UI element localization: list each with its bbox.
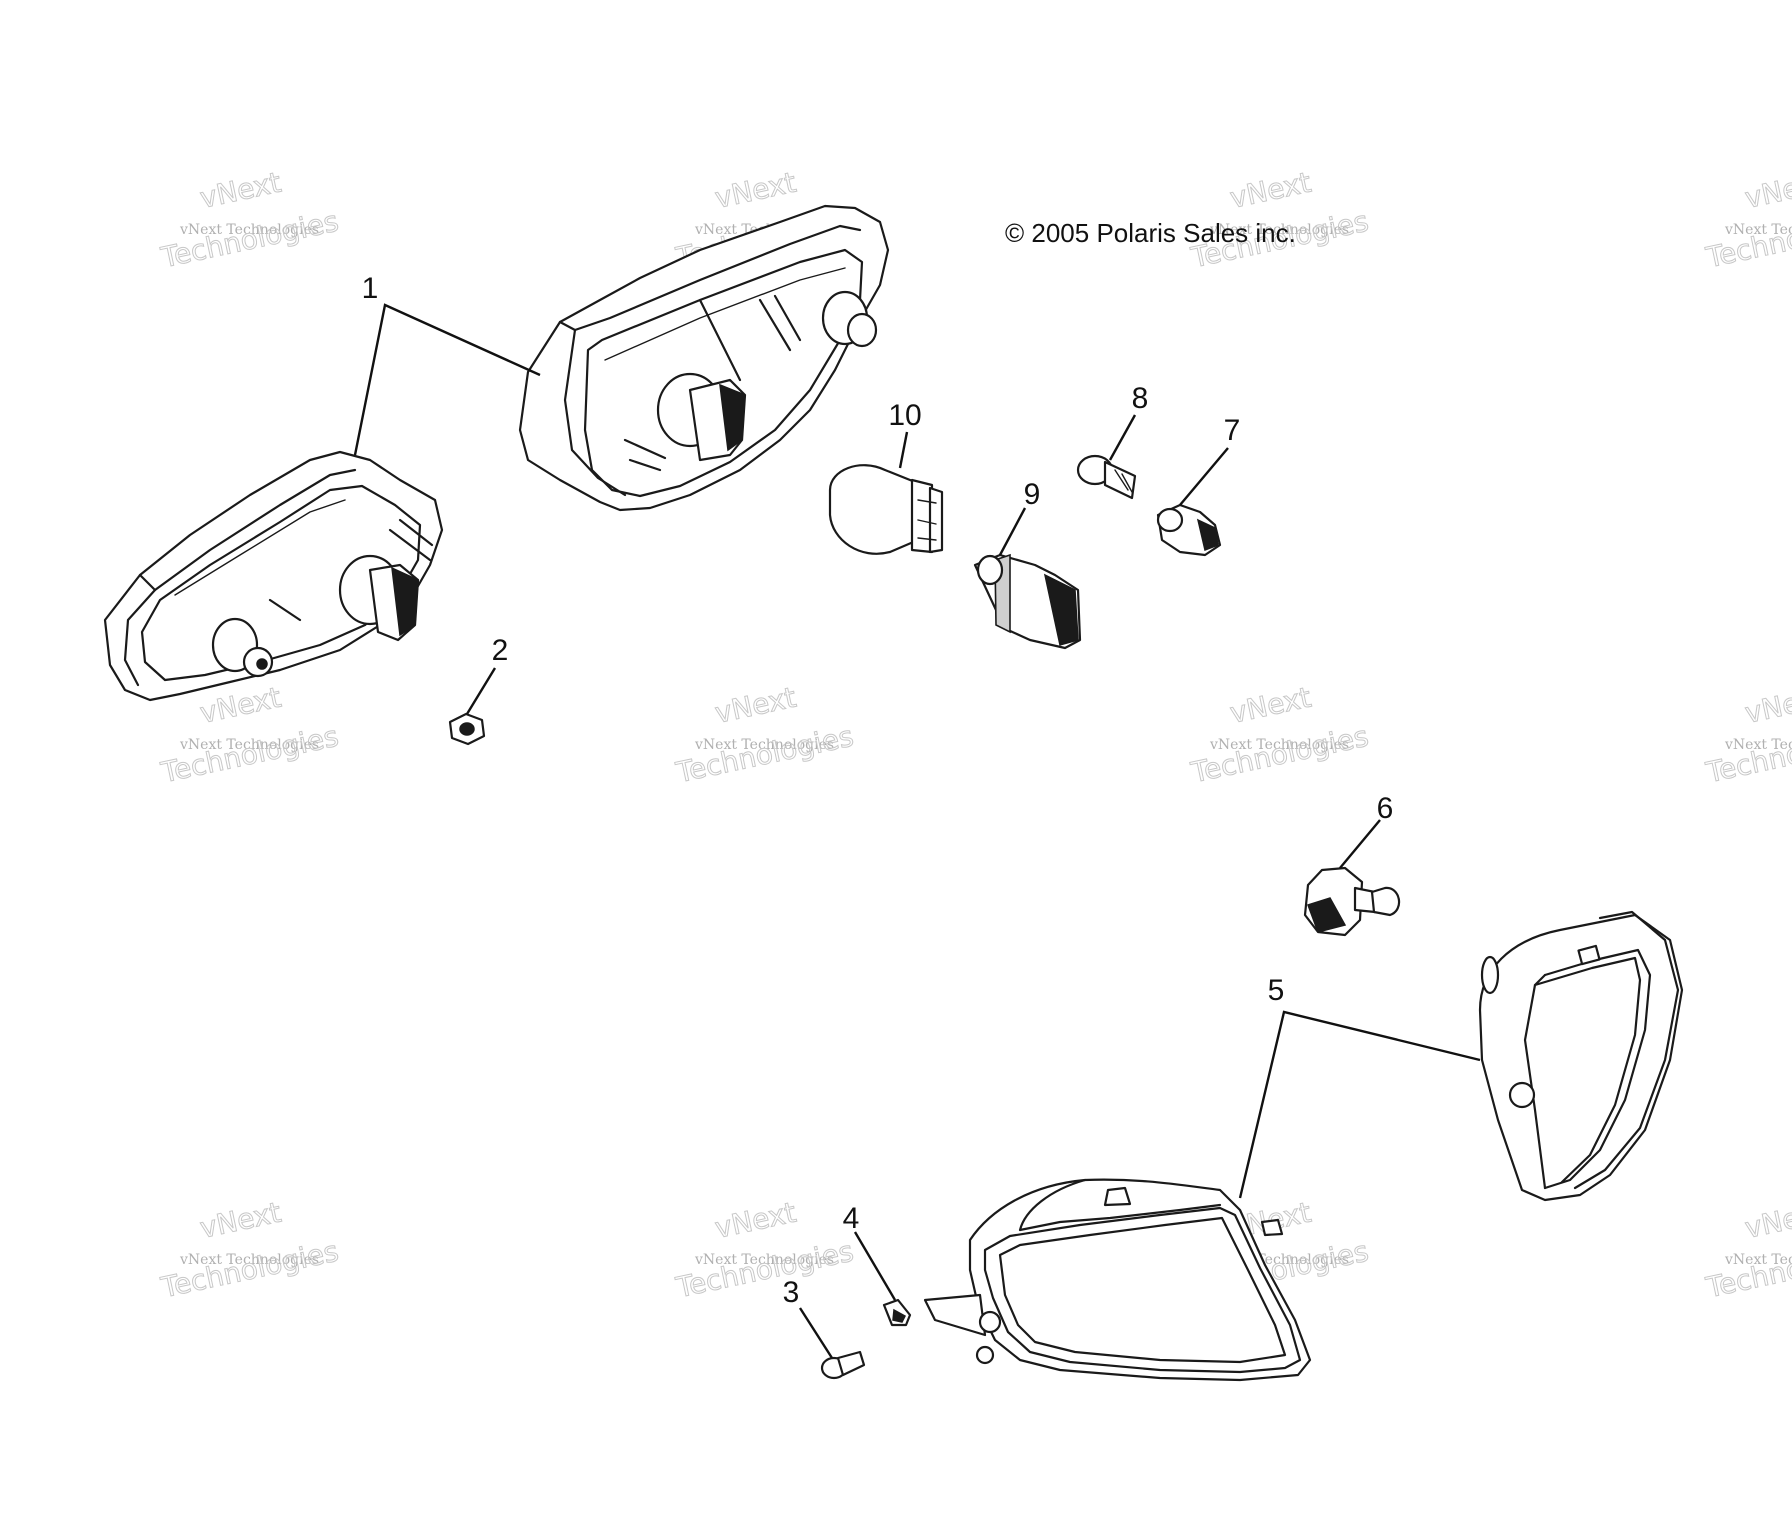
callout-4: 4	[843, 1202, 860, 1235]
leader-line-6	[1339, 819, 1381, 869]
leader-line-5	[1238, 1010, 1481, 1199]
callout-6: 6	[1377, 792, 1394, 825]
watermark-text: vNext	[197, 166, 284, 215]
callout-2: 2	[492, 634, 509, 667]
watermark-text: vNext Technologies	[1724, 222, 1792, 238]
watermark-tile: vNext vNext Technologies Technologies	[1702, 165, 1792, 275]
part-4-clip[interactable]	[882, 1298, 912, 1327]
callout-5: 5	[1268, 974, 1285, 1007]
watermark-text: vNext Technologies	[1724, 737, 1792, 753]
watermark-text: vNext Technologies	[694, 1252, 834, 1268]
callout-8: 8	[1132, 382, 1149, 415]
watermark-text: Technologies	[1188, 720, 1372, 790]
watermark-text: Technologies	[1703, 720, 1792, 790]
part-3-screw[interactable]	[820, 1350, 866, 1380]
leader-line-4	[853, 1231, 897, 1301]
leader-line-1	[353, 303, 541, 456]
watermark-tile: vNext vNext Technologies Technologies	[1702, 680, 1792, 790]
watermark-text: Technologies	[158, 205, 342, 275]
leader-line-10	[898, 431, 909, 469]
watermark-text: vNext Technologies	[179, 222, 319, 238]
callout-10: 10	[888, 399, 921, 432]
watermark-tile: vNext vNext Technologies Technologies	[157, 165, 342, 275]
leader-line-7	[1179, 447, 1229, 506]
watermark-text: vNext	[1227, 166, 1314, 215]
part-9-socket[interactable]	[973, 553, 1082, 650]
watermark-text: vNext Technologies	[1209, 737, 1349, 753]
part-10-bulb[interactable]	[828, 464, 944, 555]
copyright-notice: © 2005 Polaris Sales inc.	[1005, 218, 1296, 248]
watermark-text: vNext	[197, 1196, 284, 1245]
watermark-text: vNext	[1742, 1196, 1792, 1245]
part-8-wedge-bulb[interactable]	[1076, 454, 1137, 500]
watermark-tile: vNext vNext Technologies Technologies	[1187, 165, 1372, 275]
callout-9: 9	[1024, 478, 1041, 511]
leader-line-2	[465, 667, 497, 715]
callout-3: 3	[783, 1276, 800, 1309]
headlight-lower[interactable]	[923, 1178, 1312, 1382]
callout-7: 7	[1224, 414, 1241, 447]
watermark-text: vNext Technologies	[179, 1252, 319, 1268]
watermark-text: vNext	[712, 1196, 799, 1245]
part-2-nut[interactable]	[448, 712, 486, 746]
watermark-text: Technologies	[1703, 1235, 1792, 1305]
watermark-tile: vNext vNext Technologies Technologies	[672, 1195, 857, 1305]
watermark-tile: vNext vNext Technologies Technologies	[672, 680, 857, 790]
watermark-text: Technologies	[1703, 205, 1792, 275]
headlight-right[interactable]	[1478, 910, 1684, 1202]
watermark-text: vNext Technologies	[1724, 1252, 1792, 1268]
watermark-text: vNext Technologies	[179, 737, 319, 753]
watermark-text: vNext Technologies	[694, 737, 834, 753]
part-7-socket[interactable]	[1156, 503, 1222, 557]
watermark-tile: vNext vNext Technologies Technologies	[157, 1195, 342, 1305]
watermark-text: vNext	[1742, 681, 1792, 730]
watermark-text: Technologies	[673, 1235, 857, 1305]
watermark-text: vNext	[1227, 681, 1314, 730]
leader-line-9	[998, 507, 1027, 556]
tail-light-upper[interactable]	[518, 204, 890, 512]
part-6-headlight-bulb[interactable]	[1303, 866, 1401, 937]
watermark-text: Technologies	[673, 720, 857, 790]
callout-1: 1	[362, 272, 379, 305]
leader-line-8	[1108, 414, 1137, 461]
watermark-text: Technologies	[158, 1235, 342, 1305]
watermark-text: vNext	[1742, 166, 1792, 215]
watermark-text: vNext Technologies	[1209, 222, 1349, 238]
leader-line-3	[798, 1307, 834, 1359]
watermark-text: vNext	[712, 166, 799, 215]
watermark-tile: vNext vNext Technologies Technologies	[1187, 680, 1372, 790]
watermark-text: Technologies	[158, 720, 342, 790]
watermark-tile: vNext vNext Technologies Technologies	[1702, 1195, 1792, 1305]
tail-light-lower[interactable]	[103, 450, 444, 702]
watermark-text: vNext	[197, 681, 284, 730]
watermark-text: vNext	[712, 681, 799, 730]
